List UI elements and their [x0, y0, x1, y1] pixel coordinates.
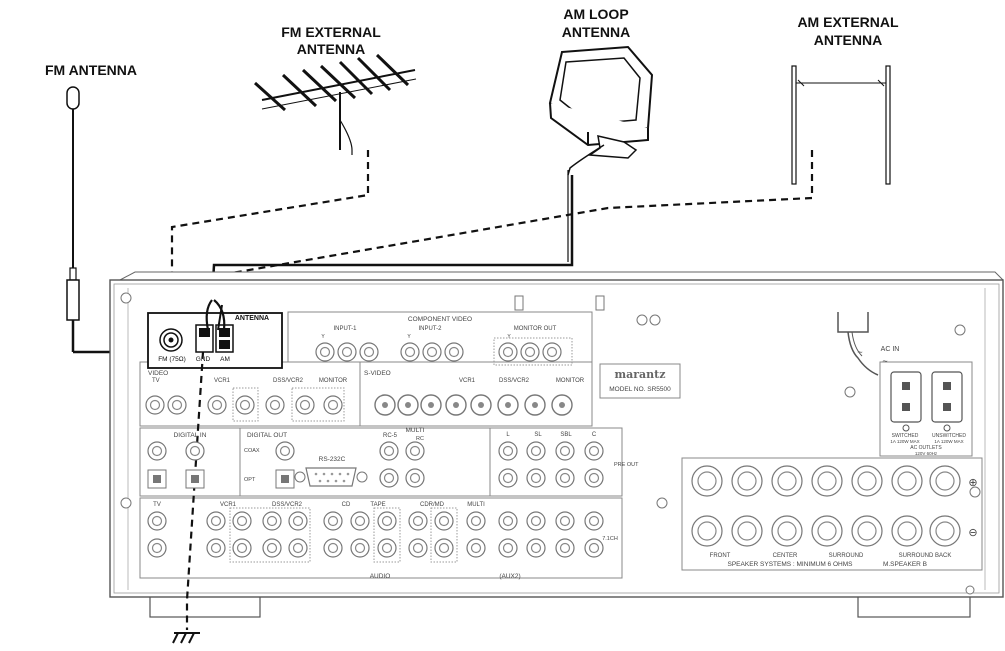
audio-multi-label: MULTI	[467, 502, 485, 508]
audio-cd-label: CD	[342, 502, 351, 508]
svideo-vcr1-label: VCR1	[459, 378, 476, 384]
ac-tilde-icon-2: ~	[857, 347, 862, 357]
fm-antenna-label: FM ANTENNA	[45, 62, 137, 78]
audio-cdrmd-label: CDR/MD	[420, 502, 445, 508]
audio-label: AUDIO	[370, 573, 391, 580]
gnd-terminal[interactable]	[196, 325, 213, 352]
ac-volts-label: 120V 60Hz	[915, 451, 938, 456]
digital-out-label: DIGITAL OUT	[247, 432, 287, 439]
audio-dss-label: DSS/VCR2	[272, 502, 303, 508]
switched-rating: 1A 120W MAX	[890, 439, 919, 444]
plus-icon: ⊕	[968, 477, 977, 489]
brand-logo: marantz	[614, 368, 665, 381]
brand-plate: marantz MODEL NO. SR5500	[600, 364, 680, 398]
ac-in-label: AC IN	[881, 346, 900, 353]
ch71-label: 7.1CH	[602, 536, 618, 542]
unswitched-rating: 1A 120W MAX	[934, 439, 963, 444]
video-monitor-label: MONITOR	[319, 378, 348, 384]
surround-label: SURROUND	[829, 553, 864, 559]
am-external-antenna-icon	[792, 66, 890, 184]
aux2-label: (AUX2)	[499, 573, 520, 580]
antenna-panel-title: ANTENNA	[235, 315, 269, 322]
coax-label: COAX	[244, 448, 260, 454]
am-external-label-line1: AM EXTERNAL	[797, 14, 899, 30]
fm-75ohm-jack[interactable]	[160, 329, 182, 351]
mspeaker-b-label: M.SPEAKER B	[883, 561, 927, 568]
center-label: CENTER	[773, 553, 798, 559]
preout-c-label: C	[592, 432, 597, 438]
fm-port-label: FM (75Ω)	[158, 356, 186, 363]
opt-label: OPT	[244, 477, 256, 483]
svideo-dss-label: DSS/VCR2	[499, 378, 530, 384]
minus-icon: ⊖	[968, 527, 977, 539]
fm-external-antenna-icon	[255, 55, 416, 155]
am-loop-label-line1: AM LOOP	[563, 6, 628, 22]
fm-external-label-line1: FM EXTERNAL	[281, 24, 381, 40]
preout-sbl-label: SBL	[560, 432, 572, 438]
audio-tv-label: TV	[153, 502, 161, 508]
speaker-systems-label: SPEAKER SYSTEMS : MINIMUM 6 OHMS	[728, 561, 854, 568]
am-loop-antenna-icon	[550, 47, 652, 175]
monitor-out-label: MONITOR OUT	[514, 326, 557, 332]
am-external-label-line2: ANTENNA	[814, 32, 882, 48]
input1-label: INPUT-1	[333, 326, 357, 332]
ground-symbol-icon	[173, 633, 200, 643]
audio-vcr1-label: VCR1	[220, 502, 237, 508]
preout-sl-label: SL	[534, 432, 542, 438]
multi-label: MULTI	[405, 427, 424, 434]
video-tv-label: TV	[152, 378, 160, 384]
component-video-label: COMPONENT VIDEO	[408, 316, 472, 323]
audio-tape-label: TAPE	[370, 502, 385, 508]
video-label: VIDEO	[148, 370, 168, 377]
s-video-jacks[interactable]	[375, 395, 572, 415]
diagram-labels: FM ANTENNA FM EXTERNAL ANTENNA AM LOOP A…	[45, 6, 899, 78]
video-dss-label: DSS/VCR2	[273, 378, 304, 384]
rs232c-label: RS-232C	[319, 456, 346, 463]
input2-label: INPUT-2	[418, 326, 442, 332]
rc5-label: RC-5	[383, 433, 398, 439]
pre-out-label: PRE OUT	[614, 462, 639, 468]
am-label: AM	[220, 356, 230, 363]
video-vcr1-label: VCR1	[214, 378, 231, 384]
model-label: MODEL NO. SR5500	[609, 386, 671, 393]
digital-in-label: DIGITAL IN	[174, 432, 207, 439]
front-label: FRONT	[710, 553, 731, 559]
fm-external-label-line2: ANTENNA	[297, 41, 365, 57]
rc-label: RC	[416, 436, 424, 442]
svideo-monitor-label: MONITOR	[556, 378, 585, 384]
s-video-label: S-VIDEO	[364, 370, 391, 377]
am-loop-label-line2: ANTENNA	[562, 24, 630, 40]
surround-back-label: SURROUND BACK	[899, 553, 952, 559]
